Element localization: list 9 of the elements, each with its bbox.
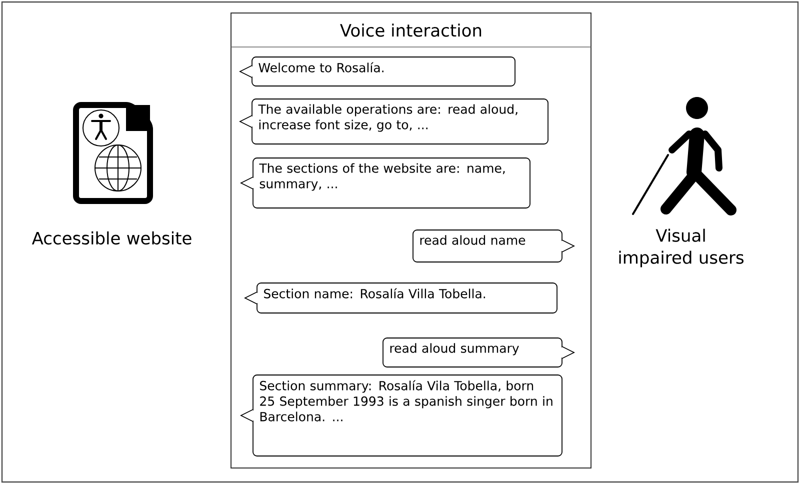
caption: Accessible website bbox=[32, 231, 192, 245]
speech-bubble: The sections of the website are: name, summary, ... bbox=[240, 158, 530, 208]
speech-bubble: Welcome to Rosalía. bbox=[239, 56, 516, 86]
speech-bubble: Section name: Rosalía Villa Tobella. bbox=[244, 282, 558, 314]
speech-bubble: read aloud summary bbox=[382, 338, 576, 368]
caption: Visual impaired users bbox=[619, 228, 744, 268]
speech-bubble: read aloud name bbox=[412, 230, 576, 262]
speech-bubble: The available operations are: read aloud, increase font size, go to, ... bbox=[239, 98, 548, 144]
speech-bubble: Section summary: Rosalía Vila Tobella, born 25 September 1993 is a spanish singer born in Barcelona. ... bbox=[240, 374, 562, 456]
